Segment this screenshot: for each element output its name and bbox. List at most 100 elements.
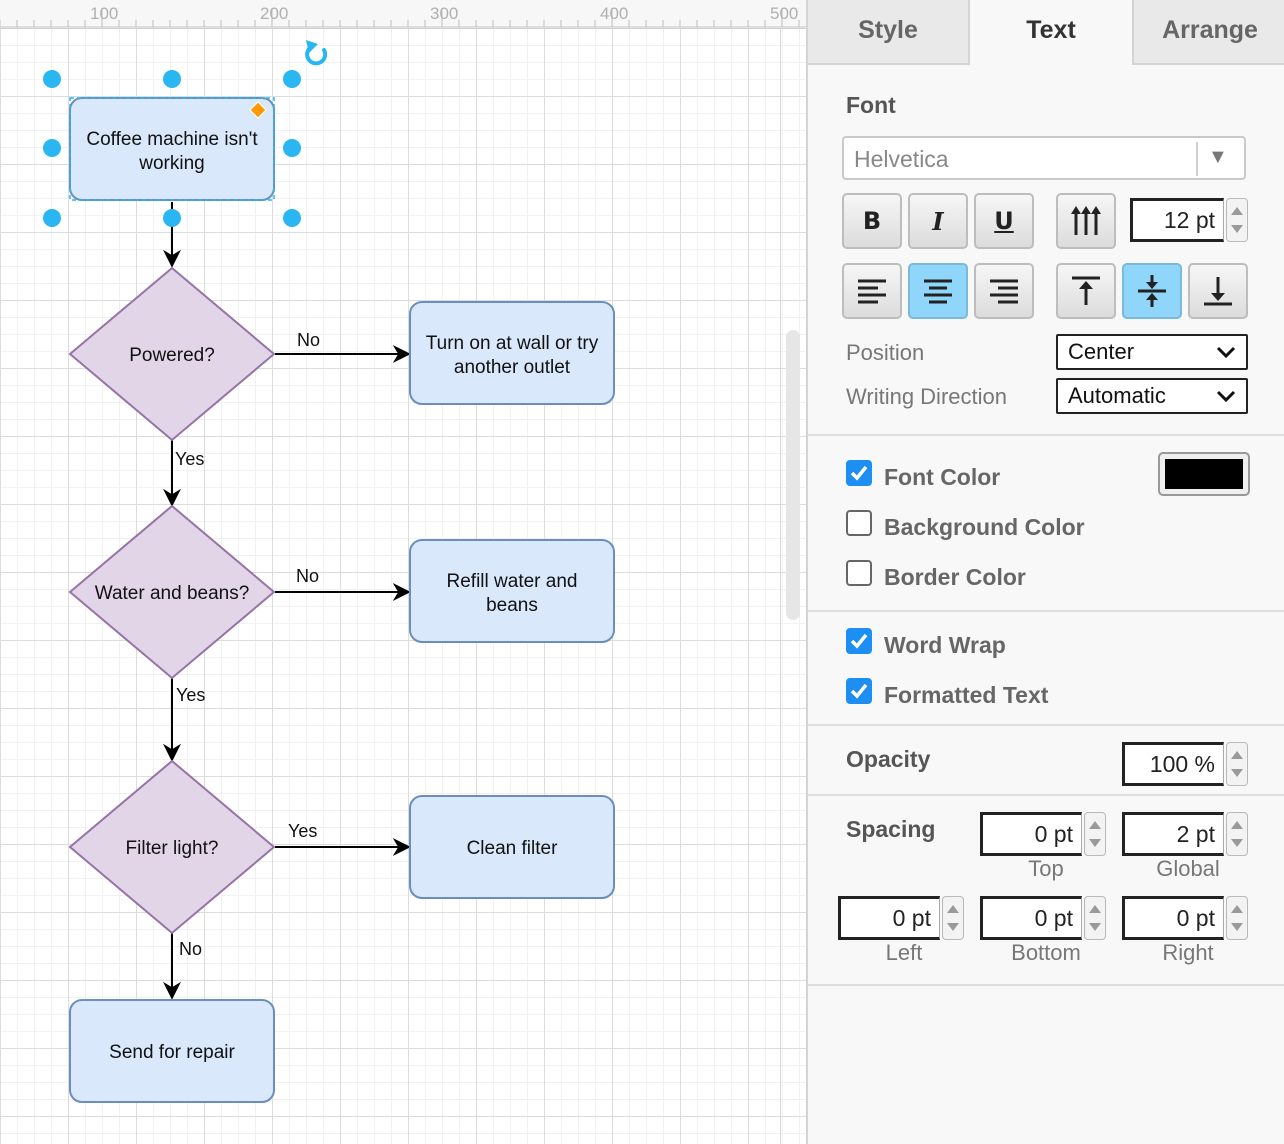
ruler-label-100: 100 bbox=[90, 4, 118, 24]
align-top-button[interactable] bbox=[1056, 263, 1116, 319]
resize-handle-n[interactable] bbox=[163, 70, 181, 88]
stepper-down-icon bbox=[1231, 923, 1243, 931]
resize-handle-e[interactable] bbox=[283, 139, 301, 157]
font-color-swatch[interactable] bbox=[1158, 452, 1250, 496]
border-color-checkbox[interactable] bbox=[846, 560, 872, 586]
word-wrap-checkbox[interactable] bbox=[846, 628, 872, 654]
italic-button[interactable]: I bbox=[908, 193, 968, 249]
rotate-handle-icon[interactable] bbox=[306, 40, 325, 63]
checkmark-icon bbox=[848, 462, 870, 484]
edge-label-filter-no: No bbox=[179, 939, 202, 959]
spacing-left-input[interactable]: 0 pt bbox=[838, 896, 940, 940]
spacing-top-stepper[interactable] bbox=[1084, 812, 1106, 856]
vertical-text-icon bbox=[1068, 203, 1104, 239]
stepper-down-icon bbox=[1231, 769, 1243, 777]
resize-handle-sw[interactable] bbox=[43, 209, 61, 227]
bold-icon: B bbox=[863, 207, 881, 235]
font-color-label: Font Color bbox=[884, 464, 1000, 491]
node-turn-on[interactable]: Turn on at wall or try another outlet bbox=[410, 302, 614, 404]
diagram-canvas[interactable]: 100 200 300 400 500 No Yes No Yes Yes No bbox=[0, 0, 806, 1144]
section-divider bbox=[808, 434, 1284, 436]
underline-icon: U bbox=[994, 207, 1014, 235]
section-divider bbox=[808, 984, 1284, 986]
node-clean-filter-text: Clean filter bbox=[467, 838, 558, 859]
font-color-fill bbox=[1165, 459, 1243, 489]
node-refill-text-2: beans bbox=[486, 595, 538, 616]
align-right-button[interactable] bbox=[974, 263, 1034, 319]
tab-text[interactable]: Text bbox=[970, 0, 1132, 65]
node-water-beans-text: Water and beans? bbox=[95, 583, 250, 604]
resize-handle-ne[interactable] bbox=[283, 70, 301, 88]
spacing-global-input[interactable]: 2 pt bbox=[1122, 812, 1224, 856]
opacity-label: Opacity bbox=[846, 746, 930, 773]
spacing-right-caption: Right bbox=[1128, 940, 1248, 966]
spacing-right-input[interactable]: 0 pt bbox=[1122, 896, 1224, 940]
resize-handle-se[interactable] bbox=[283, 209, 301, 227]
node-start[interactable]: Coffee machine isn't working bbox=[70, 98, 274, 200]
dropdown-arrow-icon: ▼ bbox=[1208, 146, 1228, 169]
border-color-label: Border Color bbox=[884, 564, 1026, 591]
node-turn-on-text-1: Turn on at wall or try bbox=[426, 333, 599, 354]
section-divider bbox=[808, 724, 1284, 726]
spacing-global-caption: Global bbox=[1128, 856, 1248, 882]
writing-direction-select[interactable]: Automatic bbox=[1056, 378, 1248, 414]
section-divider bbox=[808, 794, 1284, 796]
align-middle-button[interactable] bbox=[1122, 263, 1182, 319]
font-family-select[interactable]: Helvetica ▼ bbox=[842, 136, 1246, 180]
panel-tabs: Style Text Arrange bbox=[808, 0, 1284, 66]
align-center-button[interactable] bbox=[908, 263, 968, 319]
horizontal-ruler: 100 200 300 400 500 bbox=[0, 0, 806, 29]
spacing-bottom-input[interactable]: 0 pt bbox=[980, 896, 1082, 940]
tab-arrange[interactable]: Arrange bbox=[1132, 0, 1284, 65]
spacing-top-input[interactable]: 0 pt bbox=[980, 812, 1082, 856]
node-water-beans[interactable]: Water and beans? bbox=[70, 506, 274, 678]
stepper-up-icon bbox=[1089, 905, 1101, 913]
background-color-checkbox[interactable] bbox=[846, 510, 872, 536]
writing-direction-label: Writing Direction bbox=[846, 384, 1007, 410]
node-powered-text: Powered? bbox=[129, 345, 215, 366]
formatted-text-checkbox[interactable] bbox=[846, 678, 872, 704]
vertical-scrollbar[interactable] bbox=[786, 330, 800, 620]
spacing-global-stepper[interactable] bbox=[1226, 812, 1248, 856]
position-value: Center bbox=[1068, 339, 1134, 365]
ruler-label-400: 400 bbox=[600, 4, 628, 24]
font-family-value: Helvetica bbox=[854, 146, 949, 173]
node-refill[interactable]: Refill water and beans bbox=[410, 540, 614, 642]
word-wrap-label: Word Wrap bbox=[884, 632, 1006, 659]
stepper-up-icon bbox=[947, 905, 959, 913]
align-middle-icon bbox=[1136, 274, 1168, 308]
tab-style[interactable]: Style bbox=[808, 0, 970, 65]
align-bottom-icon bbox=[1202, 275, 1234, 307]
resize-handle-nw[interactable] bbox=[43, 70, 61, 88]
position-select[interactable]: Center bbox=[1056, 334, 1248, 370]
stepper-up-icon bbox=[1089, 821, 1101, 829]
node-powered[interactable]: Powered? bbox=[70, 268, 274, 440]
opacity-stepper[interactable] bbox=[1226, 742, 1248, 786]
spacing-left-caption: Left bbox=[844, 940, 964, 966]
edge-label-filter-yes: Yes bbox=[288, 821, 317, 841]
spacing-bottom-stepper[interactable] bbox=[1084, 896, 1106, 940]
bold-button[interactable]: B bbox=[842, 193, 902, 249]
node-send-repair[interactable]: Send for repair bbox=[70, 1000, 274, 1102]
spacing-right-stepper[interactable] bbox=[1226, 896, 1248, 940]
underline-button[interactable]: U bbox=[974, 193, 1034, 249]
font-size-stepper[interactable] bbox=[1226, 198, 1248, 242]
edge-label-water-no: No bbox=[296, 566, 319, 586]
spacing-left-stepper[interactable] bbox=[942, 896, 964, 940]
resize-handle-w[interactable] bbox=[43, 139, 61, 157]
opacity-input[interactable]: 100 % bbox=[1122, 742, 1224, 786]
stepper-up-icon bbox=[1231, 751, 1243, 759]
position-label: Position bbox=[846, 340, 924, 366]
writing-direction-value: Automatic bbox=[1068, 383, 1166, 409]
node-clean-filter[interactable]: Clean filter bbox=[410, 796, 614, 898]
node-refill-text-1: Refill water and bbox=[447, 571, 578, 592]
ruler-label-200: 200 bbox=[260, 4, 288, 24]
align-bottom-button[interactable] bbox=[1188, 263, 1248, 319]
font-size-input[interactable]: 12 pt bbox=[1130, 198, 1224, 242]
align-left-button[interactable] bbox=[842, 263, 902, 319]
font-color-checkbox[interactable] bbox=[846, 460, 872, 486]
node-filter-light[interactable]: Filter light? bbox=[70, 761, 274, 933]
resize-handle-s[interactable] bbox=[163, 209, 181, 227]
vertical-text-button[interactable] bbox=[1056, 193, 1116, 249]
align-center-icon bbox=[922, 277, 954, 305]
